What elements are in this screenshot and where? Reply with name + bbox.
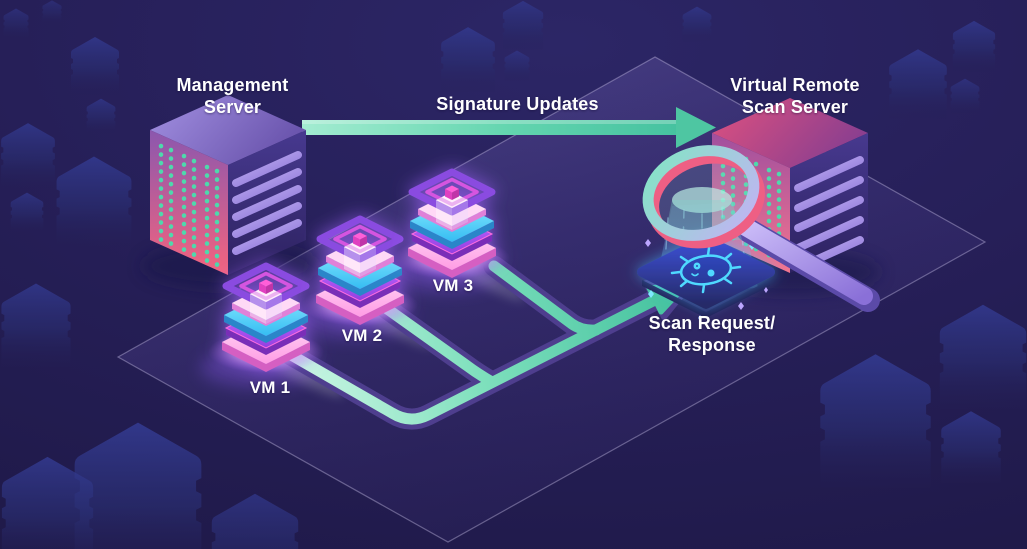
scan-server-label-line1: Virtual Remote [730, 75, 860, 95]
management-server-tower [150, 95, 306, 275]
scan-request-label-line2: Response [668, 335, 756, 355]
virus-tile [637, 228, 775, 321]
vent-slats [232, 151, 302, 255]
signature-updates-arrow [302, 107, 716, 148]
management-server-label-line2: Server [203, 97, 262, 117]
vm1-label: VM 1 [249, 378, 291, 397]
management-server-label-line1: Management [176, 75, 289, 95]
scan-request-label-line1: Scan Request/ [648, 313, 776, 333]
scan-server-label: Virtual Remote Scan Server [705, 74, 885, 118]
led-dots [158, 143, 220, 271]
vm2-label: VM 2 [341, 326, 383, 345]
vm3-label: VM 3 [432, 276, 474, 295]
magnifier-icon [642, 145, 880, 312]
signature-arrowhead [676, 107, 716, 148]
scan-server-label-line2: Scan Server [741, 97, 849, 117]
scan-request-label: Scan Request/ Response [628, 312, 796, 356]
virus-icon [670, 246, 742, 294]
management-server-label: Management Server [140, 74, 325, 118]
signature-updates-label: Signature Updates [436, 94, 599, 114]
